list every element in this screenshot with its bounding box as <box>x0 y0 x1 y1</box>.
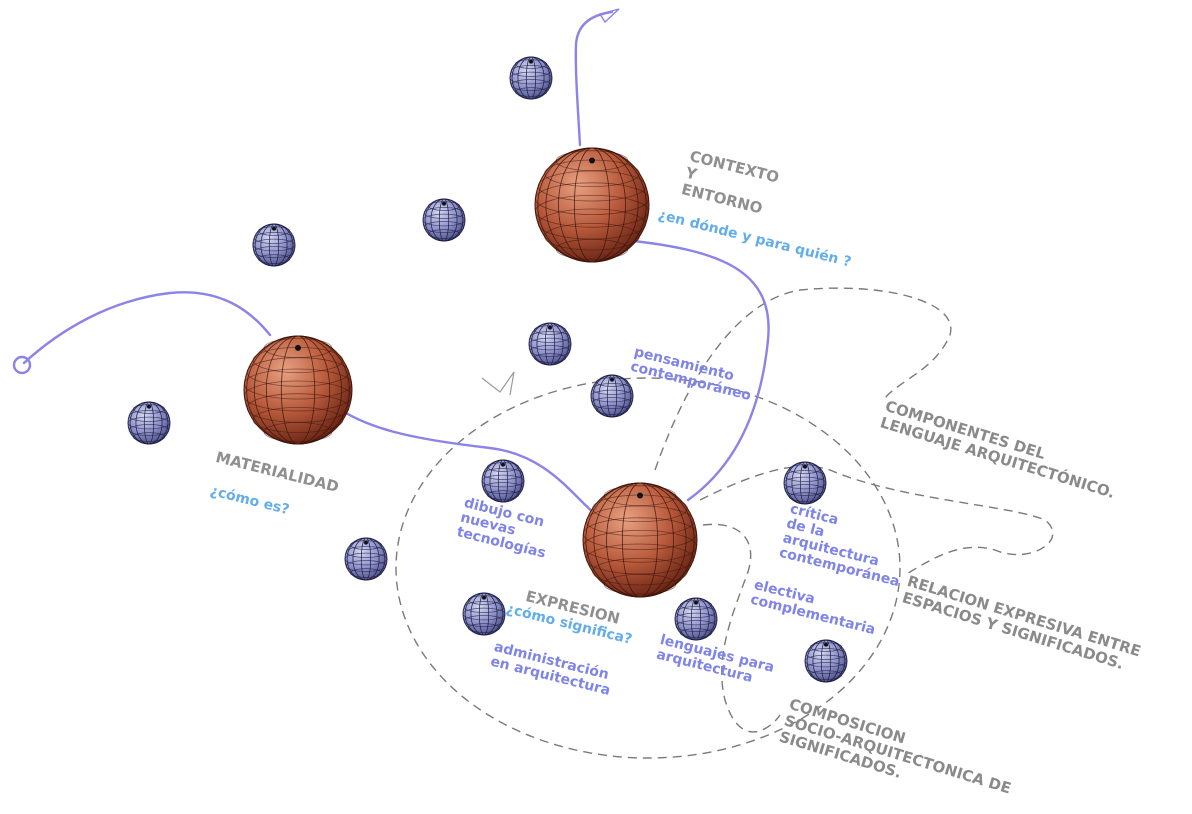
sphere-small-1-icon <box>509 56 553 100</box>
sphere-small-8-icon <box>783 461 827 505</box>
sphere-small-2-icon <box>422 198 466 242</box>
path-start-circle <box>12 355 32 375</box>
sphere-small-10-icon <box>462 592 506 636</box>
sphere-small-4-icon <box>528 322 572 366</box>
path-line-top <box>574 10 614 147</box>
path-line-left <box>22 291 272 365</box>
dashed-loop-componentes <box>654 287 952 471</box>
sphere-small-6-icon <box>127 401 171 445</box>
sphere-small-5-icon <box>590 374 634 418</box>
sphere-small-3-icon <box>252 223 296 267</box>
sphere-contexto-icon <box>534 147 650 263</box>
sphere-small-7-icon <box>481 459 525 503</box>
dashed-loop-composicion <box>702 523 781 733</box>
path-line-expresion-contexto <box>623 238 770 502</box>
sphere-small-12-icon <box>804 639 848 683</box>
sphere-small-11-icon <box>674 597 718 641</box>
sphere-small-9-icon <box>344 537 388 581</box>
path-arrow-head <box>598 8 620 24</box>
sphere-materialidad-icon <box>243 335 353 445</box>
dashed-ellipse <box>395 377 901 759</box>
sphere-expresion-icon <box>582 482 698 598</box>
v-mark <box>481 371 515 396</box>
